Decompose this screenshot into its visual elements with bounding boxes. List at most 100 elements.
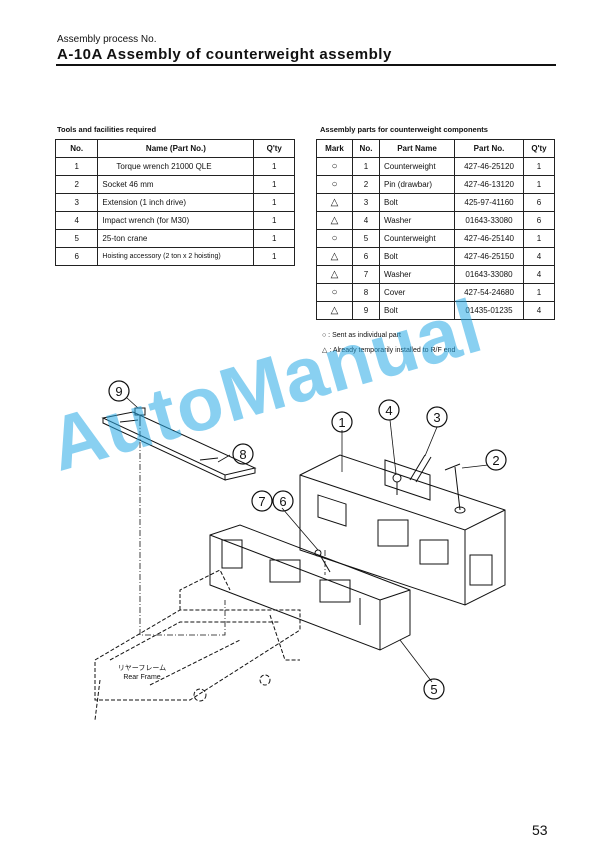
part-name: Washer [379, 265, 455, 284]
callout-6 [272, 490, 294, 512]
tool-name: Hoisting accessory (2 ton x 2 hoisting) [97, 247, 255, 266]
part-name: Bolt [379, 193, 455, 212]
callout-1 [331, 411, 353, 433]
part-mark: ○ [316, 283, 353, 302]
table-row: △ 4 Washer 01643-33080 6 [316, 211, 555, 230]
part-qty: 1 [523, 283, 555, 302]
callout-2 [485, 449, 507, 471]
part-mark: ○ [316, 229, 353, 248]
part-no: 5 [352, 229, 380, 248]
part-qty: 1 [523, 229, 555, 248]
tool-name: Impact wrench (for M30) [97, 211, 255, 230]
part-no: 7 [352, 265, 380, 284]
parts-col-name: Part Name [379, 139, 455, 158]
table-row: 2 Socket 46 mm 1 [54, 175, 295, 194]
parts-caption: Assembly parts for counterweight compone… [320, 125, 488, 134]
callout-3 [426, 406, 448, 428]
part-no: 2 [352, 175, 380, 194]
page-title: A-10A Assembly of counterweight assembly [57, 46, 392, 63]
callout-7 [251, 490, 273, 512]
tool-name: Socket 46 mm [97, 175, 255, 194]
frame-label-en: Rear Frame [123, 674, 160, 681]
callout-6-label: 6 [279, 494, 286, 509]
table-row: △ 7 Washer 01643-33080 4 [316, 265, 555, 284]
table-row: ○ 1 Counterweight 427-46-25120 1 [316, 157, 555, 176]
part-number: 01643-33080 [454, 265, 524, 284]
part-number: 425-97-41160 [454, 193, 524, 212]
tools-caption: Tools and facilities required [57, 125, 157, 134]
part-number: 427-46-25120 [454, 157, 524, 176]
part-name: Bolt [379, 301, 455, 320]
tool-no: 5 [54, 229, 99, 248]
callout-9-label: 9 [115, 384, 122, 399]
callout-2-label: 2 [492, 453, 499, 468]
part-mark: ○ [316, 175, 353, 194]
tools-col-no: No. [54, 139, 99, 158]
table-row: ○ 5 Counterweight 427-46-25140 1 [316, 229, 555, 248]
part-mark: △ [316, 193, 353, 212]
part-qty: 4 [523, 301, 555, 320]
parts-table: Mark No. Part Name Part No. Q'ty ○ 1 Cou… [316, 139, 555, 320]
title-rule [56, 64, 556, 66]
tools-col-qty: Q'ty [253, 139, 295, 158]
page-number: 53 [532, 822, 548, 838]
table-row: △ 6 Bolt 427-46-25150 4 [316, 247, 555, 266]
part-qty: 4 [523, 265, 555, 284]
table-row: △ 9 Bolt 01435-01235 4 [316, 301, 555, 320]
part-number: 01643-33080 [454, 211, 524, 230]
callout-1-label: 1 [338, 415, 345, 430]
table-row: 6 Hoisting accessory (2 ton x 2 hoisting… [54, 247, 295, 266]
part-name: Washer [379, 211, 455, 230]
part-number: 427-46-25140 [454, 229, 524, 248]
part-qty: 1 [523, 157, 555, 176]
part-mark: △ [316, 211, 353, 230]
tool-qty: 1 [253, 193, 295, 212]
legend-individual: ○ : Sent as individual part [322, 332, 401, 339]
part-qty: 4 [523, 247, 555, 266]
part-qty: 6 [523, 193, 555, 212]
bolt-6 [314, 549, 331, 573]
part-no: 4 [352, 211, 380, 230]
tool-no: 3 [54, 193, 99, 212]
part-number: 427-46-13120 [454, 175, 524, 194]
parts-header-row: Mark No. Part Name Part No. Q'ty [316, 139, 555, 158]
washer-4 [392, 473, 402, 495]
table-row: ○ 2 Pin (drawbar) 427-46-13120 1 [316, 175, 555, 194]
part-name: Bolt [379, 247, 455, 266]
tool-no: 1 [54, 157, 99, 176]
part-number: 427-46-25150 [454, 247, 524, 266]
tool-qty: 1 [253, 229, 295, 248]
callout-4 [378, 399, 400, 421]
bolt-3 [409, 454, 432, 483]
tools-col-name: Name (Part No.) [97, 139, 255, 158]
part-no: 1 [352, 157, 380, 176]
table-row: 5 25-ton crane 1 [54, 229, 295, 248]
callout-3-label: 3 [433, 410, 440, 425]
tool-qty: 1 [253, 157, 295, 176]
callout-5-label: 5 [430, 682, 437, 697]
rear-frame [94, 569, 301, 721]
part-no: 6 [352, 247, 380, 266]
part-name: Counterweight [379, 229, 455, 248]
tool-qty: 1 [253, 247, 295, 266]
callout-5 [423, 678, 445, 700]
bolt-9 [134, 407, 146, 426]
tools-table: No. Name (Part No.) Q'ty 1 Torque wrench… [54, 139, 295, 266]
counterweight-lower [209, 524, 411, 651]
tool-name: Torque wrench 21000 QLE [97, 157, 255, 176]
parts-col-partno: Part No. [454, 139, 524, 158]
tool-no: 4 [54, 211, 99, 230]
part-name: Pin (drawbar) [379, 175, 455, 194]
table-row: △ 3 Bolt 425-97-41160 6 [316, 193, 555, 212]
tool-no: 6 [54, 247, 99, 266]
tool-qty: 1 [253, 175, 295, 194]
callout-9 [108, 380, 130, 402]
callout-circles [108, 380, 507, 700]
parts-col-no: No. [352, 139, 380, 158]
process-label: Assembly process No. [57, 34, 157, 45]
callout-4-label: 4 [385, 403, 392, 418]
part-qty: 1 [523, 175, 555, 194]
tool-no: 2 [54, 175, 99, 194]
table-row: 4 Impact wrench (for M30) 1 [54, 211, 295, 230]
tool-name: 25-ton crane [97, 229, 255, 248]
